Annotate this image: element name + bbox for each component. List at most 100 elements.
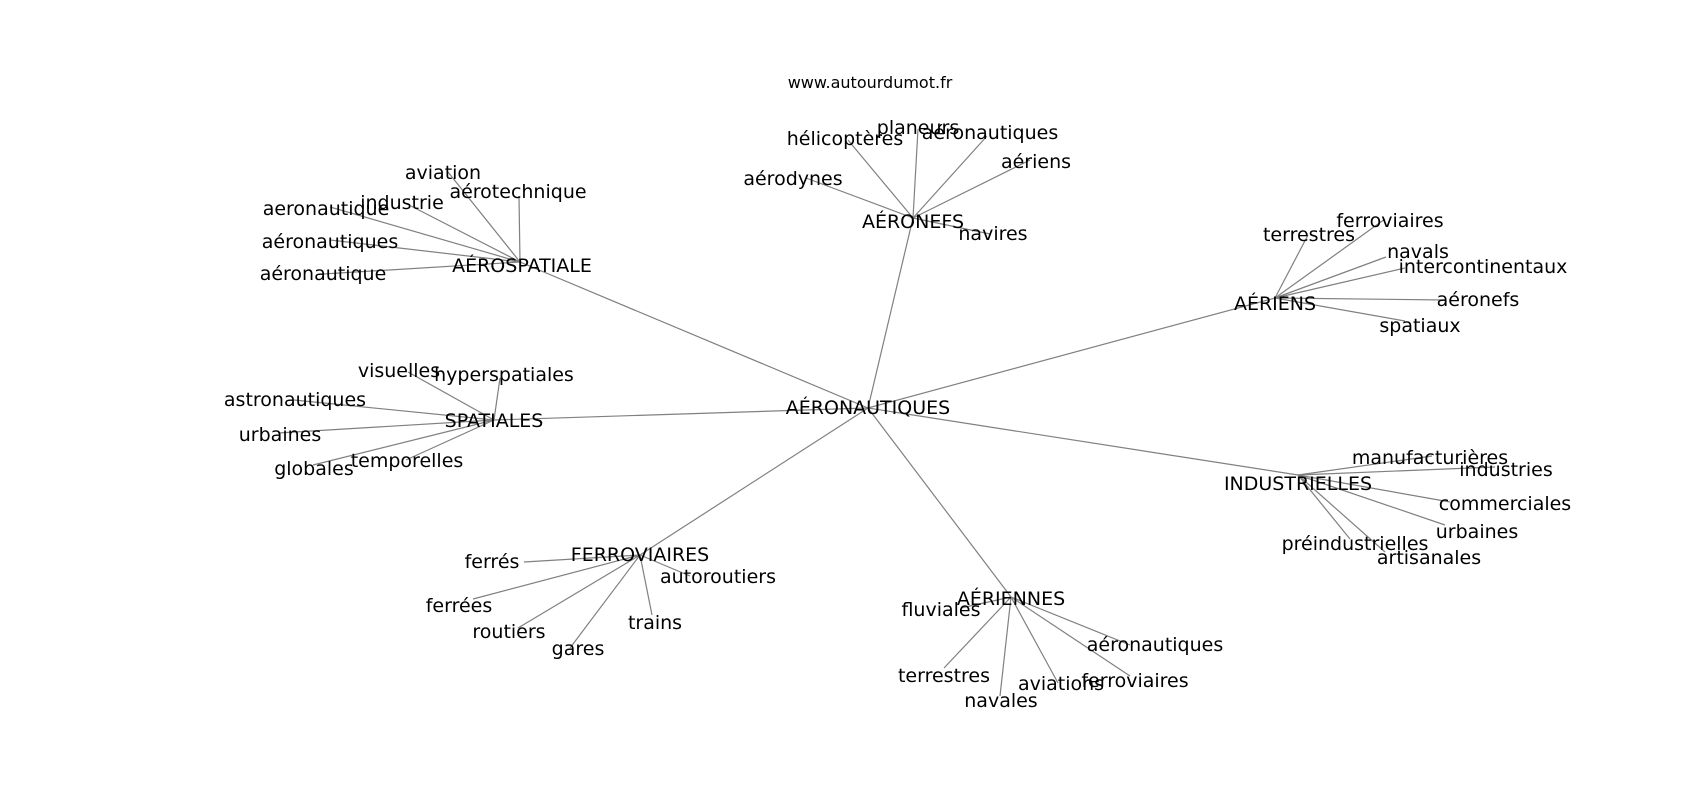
leaf-word[interactable]: industrie [360,192,444,214]
leaf-word[interactable]: globales [274,458,354,480]
edge-hub-1-leaf-1 [912,128,919,219]
leaf-word[interactable]: manufacturières [1352,447,1508,469]
edge-hub-0-leaf-4 [329,239,521,263]
edge-hub-6-leaf-0 [960,596,1012,609]
edge-hub-3-leaf-2 [293,399,495,421]
edge-hub-0-leaf-5 [322,261,521,275]
leaf-word[interactable]: artisanales [1377,547,1481,569]
edge-hub-1-leaf-5 [912,217,991,235]
leaf-word[interactable]: spatiaux [1379,315,1460,337]
edge-hub-4-leaf-5 [1297,474,1386,553]
edge-hub-5-leaf-2 [472,554,641,600]
root-word[interactable]: AÉRONAUTIQUES [786,396,950,419]
leaf-word[interactable]: préindustrielles [1282,533,1429,555]
edges-layer [277,128,1496,697]
leaf-word[interactable]: intercontinentaux [1399,256,1568,278]
leaf-word[interactable]: trains [628,612,682,634]
edge-root-hub-5 [639,407,869,556]
edge-hub-3-leaf-1 [493,377,501,421]
leaf-word[interactable]: urbaines [1436,521,1518,543]
leaf-word[interactable]: ferroviaires [1081,670,1188,692]
edge-root-hub-1 [867,217,914,409]
hub-word[interactable]: AÉRIENNES [957,587,1065,610]
leaf-word[interactable]: astronautiques [224,389,366,411]
leaf-word[interactable]: routiers [472,621,545,643]
edge-hub-0-leaf-0 [447,171,521,263]
hub-word[interactable]: SPATIALES [445,410,544,432]
hub-word[interactable]: AÉROSPATIALE [452,254,592,277]
leaf-word[interactable]: planeurs [877,117,959,139]
leaf-word[interactable]: navals [1387,241,1449,263]
edge-hub-6-leaf-2 [943,596,1012,669]
leaf-word[interactable]: aéronautiques [922,122,1059,144]
edge-root-hub-6 [867,407,1012,598]
leaf-word[interactable]: aéronautique [260,263,387,285]
edge-hub-5-leaf-0 [523,554,641,563]
leaf-word[interactable]: visuelles [358,360,440,382]
leaf-word[interactable]: aérodynes [743,168,842,190]
site-url: www.autourdumot.fr [788,73,953,92]
hub-word[interactable]: FERROVIAIRES [571,544,709,566]
edge-hub-1-leaf-3 [912,159,1031,219]
edge-hub-0-leaf-2 [410,205,521,263]
edge-hub-5-leaf-1 [639,554,691,577]
edge-hub-4-leaf-0 [1297,455,1433,476]
edge-hub-6-leaf-4 [1010,596,1131,677]
edge-root-hub-2 [867,297,1276,409]
edge-hub-3-leaf-4 [312,419,495,466]
edge-hub-5-leaf-5 [639,554,653,616]
edge-hub-2-leaf-5 [1274,297,1406,322]
edge-hub-0-leaf-3 [329,206,521,263]
leaf-word[interactable]: aéronautiques [262,231,399,253]
edge-hub-2-leaf-4 [1274,297,1447,301]
edge-hub-2-leaf-3 [1274,267,1406,299]
edge-root-hub-3 [493,407,869,421]
edge-hub-1-leaf-2 [912,135,988,219]
leaf-word[interactable]: aviations [1018,673,1104,695]
leaf-word[interactable]: fluviales [901,599,980,621]
leaf-word[interactable]: hélicoptères [787,128,904,150]
edge-hub-5-leaf-3 [517,554,641,629]
leaf-word[interactable]: ferrées [426,595,493,617]
edge-hub-5-leaf-4 [569,554,641,649]
edge-hub-1-leaf-0 [847,139,914,219]
leaf-word[interactable]: urbaines [239,424,321,446]
hub-word[interactable]: INDUSTRIELLES [1224,473,1372,495]
edge-hub-2-leaf-0 [1274,218,1386,299]
leaf-word[interactable]: industries [1459,459,1552,481]
leaf-word[interactable]: aeronautique [263,198,390,220]
edge-hub-4-leaf-4 [1297,474,1351,540]
edge-hub-4-leaf-2 [1297,474,1451,503]
edge-hub-4-leaf-3 [1297,474,1446,526]
edge-hub-3-leaf-3 [277,419,495,434]
hub-word[interactable]: AÉRIENS [1234,292,1316,315]
leaf-word[interactable]: hyperspatiales [434,364,574,386]
edge-root-hub-0 [519,261,869,409]
leaf-word[interactable]: ferroviaires [1336,210,1443,232]
leaf-word[interactable]: navires [958,223,1027,245]
edge-root-hub-4 [867,407,1299,476]
leaf-word[interactable]: aérotechnique [449,181,586,203]
leaf-word[interactable]: commerciales [1439,493,1571,515]
edge-hub-6-leaf-1 [1010,596,1131,646]
leaf-word[interactable]: aériens [1001,151,1071,173]
leaf-word[interactable]: gares [552,638,605,660]
leaf-word[interactable]: temporelles [351,450,464,472]
leaf-word[interactable]: aéronautiques [1087,634,1224,656]
leaf-word[interactable]: terrestres [1263,224,1355,246]
edge-hub-1-leaf-4 [805,177,914,219]
edge-hub-2-leaf-1 [1274,234,1309,299]
leaf-word[interactable]: terrestres [898,665,990,687]
edge-hub-0-leaf-1 [518,195,521,263]
leaf-word[interactable]: ferrés [465,551,520,573]
leaf-word[interactable]: autoroutiers [660,566,776,588]
hub-word[interactable]: AÉRONEFS [862,210,964,233]
edge-hub-3-leaf-5 [405,419,495,461]
edge-hub-3-leaf-0 [407,371,495,421]
leaf-word[interactable]: aviation [405,162,481,184]
leaf-word[interactable]: aéronefs [1437,289,1520,311]
labels-layer: www.autourdumot.fr aviationaérotechnique… [224,73,1571,712]
leaf-word[interactable]: navales [964,690,1037,712]
edge-hub-2-leaf-2 [1274,256,1387,299]
